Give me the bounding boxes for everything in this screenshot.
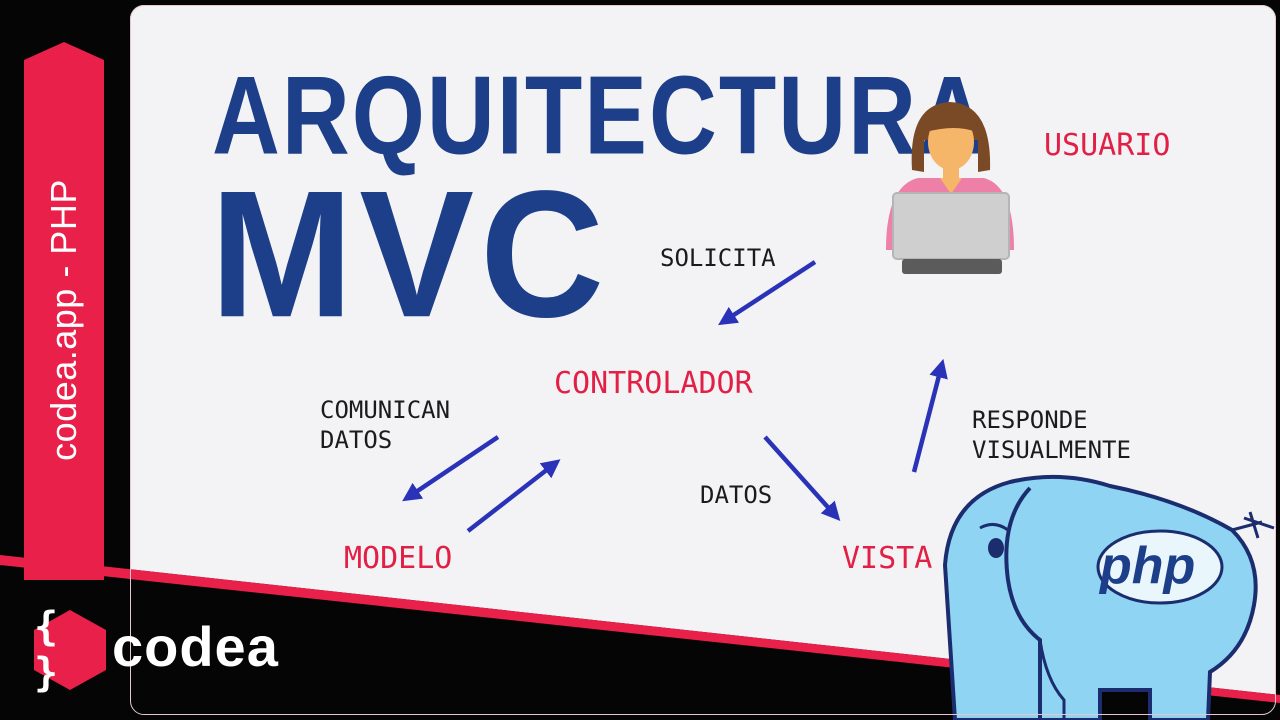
- edge-label-solicita: SOLICITA: [660, 244, 776, 272]
- title-line-1: ARQUITECTURA: [212, 53, 988, 178]
- edge-label-datos: DATOS: [700, 481, 773, 509]
- edge-label-comunican-2: DATOS: [320, 426, 393, 454]
- node-controlador: CONTROLADOR: [554, 366, 753, 401]
- arrow-vista-to-usuario: [911, 358, 948, 473]
- edge-label-responde-2: VISUALMENTE: [972, 436, 1131, 464]
- php-elephant-logo: [942, 474, 1275, 720]
- node-modelo: MODELO: [344, 541, 453, 576]
- node-usuario: USUARIO: [1044, 128, 1171, 163]
- arrow-modelo-to-controlador: [466, 459, 561, 533]
- edge-label-comunican-1: COMUNICAN: [320, 396, 451, 424]
- php-logo-text: php: [1100, 537, 1196, 595]
- edge-label-responde-1: RESPONDE: [972, 406, 1088, 434]
- codea-logo-word: codea: [112, 615, 279, 678]
- side-tab-text: codea.app - PHP: [43, 179, 84, 461]
- user-with-laptop-icon: [886, 102, 1014, 274]
- arrow-controlador-to-vista: [763, 435, 841, 522]
- node-vista: VISTA: [842, 541, 933, 576]
- arrow-controlador-to-modelo: [402, 435, 500, 502]
- braces-icon: { }: [34, 604, 59, 696]
- title-line-2: MVC: [210, 153, 611, 356]
- arrow-usuario-to-controlador: [718, 260, 817, 326]
- side-tab: [24, 42, 104, 580]
